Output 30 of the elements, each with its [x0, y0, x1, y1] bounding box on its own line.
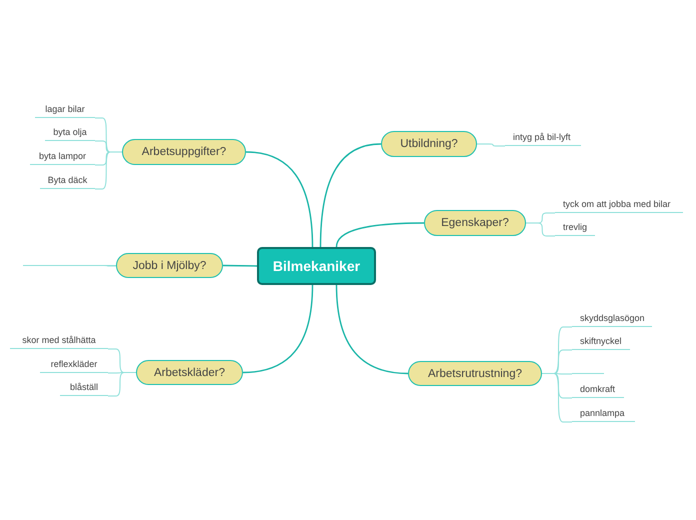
- branch-line: [336, 222, 424, 248]
- subtopic-text: Byta däck: [40, 173, 95, 189]
- subtopic-text: intyg på bil-lyft: [505, 130, 581, 146]
- subtopic-text: trevlig: [555, 220, 595, 236]
- subtopic-text: byta olja: [45, 125, 95, 141]
- topic-pill: Egenskaper?: [424, 210, 526, 236]
- branch-line: [336, 284, 408, 374]
- subtopic-text: skor med stålhätta: [10, 333, 108, 349]
- subtopic-text: pannlampa: [572, 406, 635, 422]
- branch-line: [526, 222, 556, 236]
- topic-pill: Jobb i Mjölby?: [116, 253, 223, 278]
- topic-pill: Utbildning?: [381, 131, 477, 157]
- subtopic-text: blåställ: [60, 380, 108, 396]
- branch-line: [476, 144, 506, 146]
- subtopic-text: skiftnyckel: [572, 334, 630, 350]
- central-topic-box: Bilmekaniker: [257, 247, 376, 285]
- subtopic-text: tyck om att jobba med bilar: [555, 197, 683, 213]
- branch-line: [246, 151, 314, 248]
- subtopic-text: reflexkläder: [40, 357, 108, 373]
- subtopic-text: domkraft: [572, 382, 624, 398]
- branch-line: [320, 143, 382, 248]
- branch-line: [223, 264, 257, 267]
- subtopic-text: lagar bilar: [35, 102, 95, 118]
- topic-pill: Arbetsuppgifter?: [122, 139, 246, 165]
- subtopic-text: byta lampor: [30, 149, 95, 165]
- subtopic-text: skyddsglasögon: [572, 311, 652, 327]
- branch-line: [542, 373, 572, 422]
- topic-pill: Arbetsrutrustning?: [408, 361, 542, 386]
- topic-pill: Arbetskläder?: [136, 360, 243, 385]
- branch-line: [242, 284, 314, 374]
